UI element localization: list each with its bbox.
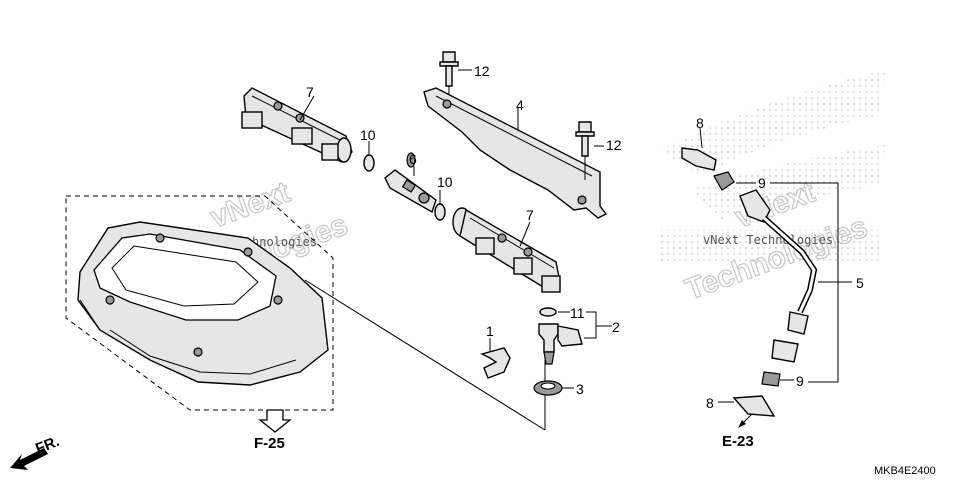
forward-arrow-icon	[10, 448, 48, 470]
watermark-big-1: vNext	[206, 176, 294, 235]
fuel-injector	[538, 323, 583, 365]
injector-clip	[480, 347, 511, 379]
ref-f25: F-25	[254, 435, 285, 452]
o-ring-lower	[434, 203, 446, 221]
callout-4: 4	[516, 97, 524, 113]
watermark-text-right: vNext Technologies	[703, 233, 833, 247]
fuel-rail-lower	[452, 207, 561, 293]
ref-e23: E-23	[722, 433, 754, 450]
fuel-rail-upper	[241, 87, 353, 163]
callout-9-upper: 9	[758, 175, 766, 191]
callout-1: 1	[486, 323, 494, 339]
bolt-12-upper	[439, 51, 459, 98]
intake-assembly	[65, 195, 546, 431]
seal-ring	[539, 307, 557, 317]
callout-7-upper: 7	[306, 84, 314, 100]
callout-10-upper: 10	[360, 127, 376, 143]
o-ring-upper	[363, 154, 375, 172]
bolt-12-lower	[575, 121, 595, 180]
diagram-code: MKB4E2400	[874, 465, 936, 477]
callout-8-lower: 8	[706, 395, 714, 411]
callout-12-lower: 12	[606, 137, 622, 153]
callout-12-upper: 12	[474, 63, 490, 79]
callout-3: 3	[576, 381, 584, 397]
callout-5: 5	[856, 275, 864, 291]
callout-10-lower: 10	[437, 174, 453, 190]
arrow-down-icon	[258, 409, 292, 433]
injector-bracket	[423, 87, 608, 219]
callout-9-lower: 9	[796, 373, 804, 389]
callout-7-lower: 7	[526, 207, 534, 223]
joint-pipe	[384, 152, 437, 214]
callout-8-upper: 8	[696, 115, 704, 131]
callout-11: 11	[570, 305, 585, 321]
ref-forward: FR.	[33, 433, 62, 458]
injector-cushion	[533, 380, 563, 396]
sub-harness	[681, 147, 818, 417]
callout-2: 2	[612, 319, 620, 335]
callout-6: 6	[409, 151, 417, 167]
